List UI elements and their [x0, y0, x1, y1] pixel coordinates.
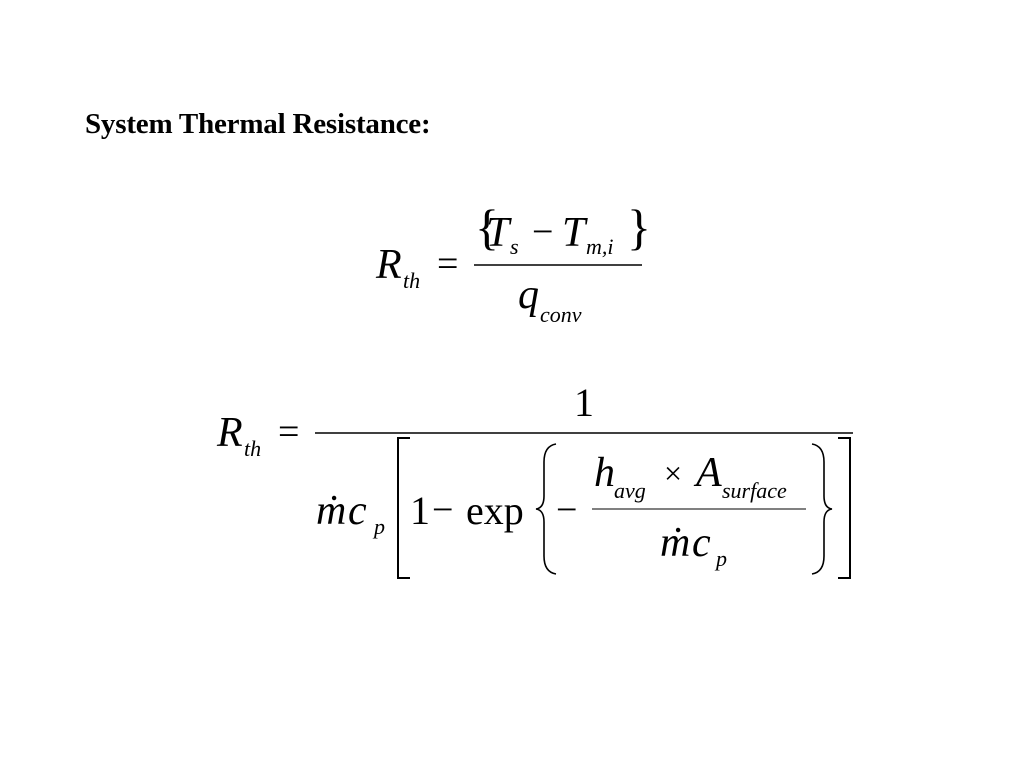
eq2-c-subscript: p [372, 514, 385, 539]
eq2-exp: exp [466, 488, 524, 533]
eq2-left-bracket [397, 437, 410, 579]
eq2-inner-c: c [692, 520, 711, 566]
eq1-lhs-subscript: th [403, 268, 420, 293]
eq1-term1-subscript: s [510, 234, 519, 259]
equation-1: R th = { T s − T m,i } q conv [375, 199, 651, 327]
eq1-term2-subscript: m,i [586, 234, 614, 259]
eq2-mdot: ṁ [316, 488, 346, 534]
eq2-numerator: 1 [574, 380, 594, 425]
eq1-lhs-symbol: R [375, 242, 402, 288]
eq2-h: h [594, 450, 615, 496]
eq1-close-brace: } [627, 199, 651, 255]
eq1-denominator-subscript: conv [540, 302, 582, 327]
eq1-equals: = [437, 243, 458, 285]
eq2-minus: − [432, 489, 453, 531]
section-heading: System Thermal Resistance: [85, 108, 431, 140]
eq2-one: 1 [410, 488, 430, 533]
eq2-c: c [348, 488, 367, 534]
eq2-times: × [664, 455, 682, 491]
eq2-inner-minus: − [556, 489, 577, 531]
eq2-lhs-subscript: th [244, 436, 261, 461]
eq1-denominator-symbol: q [518, 272, 539, 318]
eq2-right-bracket [838, 437, 851, 579]
eq2-A-subscript: surface [722, 478, 787, 503]
eq1-term1: T [486, 210, 512, 256]
equation-2: R th = 1 ṁ c p 1 − exp − h avg × A surfa… [216, 380, 853, 579]
eq1-minus: − [532, 211, 553, 253]
eq2-left-brace [535, 443, 557, 575]
eq1-term2: T [562, 210, 588, 256]
eq1-open-brace: { [475, 199, 499, 255]
eq2-equals: = [278, 411, 299, 453]
eq2-inner-mdot: ṁ [660, 520, 690, 566]
eq2-right-brace [811, 443, 833, 575]
eq2-inner-c-subscript: p [714, 546, 727, 571]
eq2-h-subscript: avg [614, 478, 646, 503]
eq2-A: A [693, 450, 722, 496]
eq2-lhs-symbol: R [216, 410, 243, 456]
